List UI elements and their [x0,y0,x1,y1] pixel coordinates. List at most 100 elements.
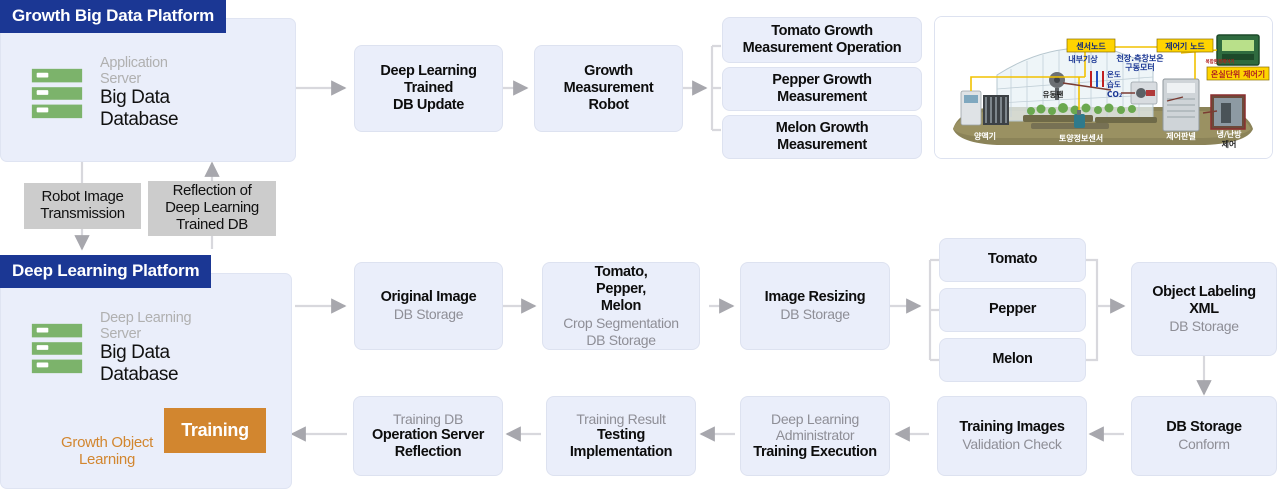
label-sensor-node: 센서노드 [1076,41,1106,51]
node-text-bold-0: Pepper [988,301,1037,318]
label-humidity: 습도 [1107,79,1121,89]
dl-server-row: Deep Learning Server Big Data Database [28,310,192,386]
label-hvac-line1: 냉/난방 [1216,129,1242,139]
node-text-bold-2: DB Update [393,97,464,114]
label-greenhouse-unit-controller: 온실단위 제어기 [1211,69,1265,79]
node-text-bold-0: Melon [992,351,1033,368]
growth-server-text: Application Server Big Data Database [100,55,179,131]
node-text-bold-1: Trained [403,79,454,96]
node-pepper-growth-measurement[interactable]: Pepper Growth Measurement [722,67,922,111]
label-temperature: 온도 [1107,70,1121,79]
node-text-bold-0: Melon Growth [775,119,869,136]
learning-label-line2: Learning [79,450,135,468]
node-operation-server-reflection[interactable]: Training DB Operation Server Reflection [353,396,503,476]
node-text-bold-0: Original Image [380,289,477,306]
node-text-bold-1: Measurement [777,89,867,105]
dl-server-sub-line1: Deep Learning [100,310,192,326]
node-text-bold-0: DB Storage [1166,419,1242,436]
growth-server-sub-line1: Application [100,55,168,71]
node-text-light-1: Administrator [775,427,855,444]
label-soil-sensor: 토양정보센서 [1059,133,1103,143]
node-text-bold-2: Melon [600,298,642,315]
node-text-light-0: Deep Learning [771,410,859,427]
node-text-bold-0: Object Labeling [1152,283,1256,300]
node-text-light-0: DB Storage [1169,317,1239,334]
node-testing-implementation[interactable]: Training Result Testing Implementation [546,396,696,476]
training-box[interactable]: Training [164,408,266,453]
tag-reflection-line3: Trained DB [176,215,248,233]
node-text-light-0: Validation Check [962,436,1062,453]
node-text-light-0: Training DB [392,410,464,427]
node-text-bold-1: Measurement [777,137,867,153]
tag-robot-image-transmission: Robot Image Transmission [24,183,141,229]
node-text-bold-1: Implementation [569,444,673,461]
node-image-resizing[interactable]: Image Resizing DB Storage [740,262,890,350]
growth-server-main-line2: Database [100,109,179,131]
label-roof-motor-line2: 구동모터 [1125,62,1154,72]
node-text-bold-1: Pepper, [596,280,646,297]
label-co2: CO₂ [1107,90,1122,99]
node-text-bold-0: Image Resizing [764,289,866,306]
node-text-light-1: DB Storage [586,331,656,348]
label-device-caption: 복합환경제어기 [1206,58,1235,65]
node-text-light-0: DB Storage [393,306,464,323]
dl-server-text: Deep Learning Server Big Data Database [100,310,192,386]
node-text-bold-0: Testing [596,427,646,444]
node-crop-pepper[interactable]: Pepper [939,288,1086,332]
tag-reflection-trained-db: Reflection of Deep Learning Trained DB [148,181,276,236]
dl-server-main-line1: Big Data [100,342,170,364]
node-growth-measurement-robot[interactable]: Growth Measurement Robot [534,45,683,132]
label-circulation-fan: 유동팬 [1043,89,1064,99]
node-text-bold-1: Measurement [563,79,654,96]
node-melon-growth-measurement[interactable]: Melon Growth Measurement [722,115,922,159]
node-text-light-0: DB Storage [780,306,850,323]
node-text-bold-0: Training Images [959,419,1065,436]
node-crop-segmentation[interactable]: Tomato, Pepper, Melon Crop Segmentation … [542,262,700,350]
learning-label-line1: Growth Object [61,434,153,451]
node-text-bold-0: Tomato Growth [771,22,873,39]
node-text-bold-0: Pepper Growth [772,71,872,88]
platform-growth-big-data: Growth Big Data Platform Application Ser… [0,0,296,162]
node-text-light-0: Training Result [576,410,666,427]
node-crop-tomato[interactable]: Tomato [939,238,1086,282]
tag-reflection-line1: Reflection of [172,182,252,200]
node-text-bold-1: Measurement Operation [742,40,902,56]
platform-dl-body [0,273,292,489]
platform-growth-header: Growth Big Data Platform [0,0,227,33]
node-training-execution[interactable]: Deep Learning Administrator Training Exe… [740,396,890,476]
node-text-bold-0: Operation Server [371,427,485,444]
platform-dl-header: Deep Learning Platform [0,255,212,288]
server-rack-icon [28,68,86,119]
label-roof-motor-line1: 천장.측창보온 [1116,53,1164,63]
growth-server-sub-line2: Server [100,71,141,88]
tag-reflection-line2: Deep Learning [165,199,259,217]
node-original-image[interactable]: Original Image DB Storage [354,262,503,350]
node-deep-learning-trained-db-update[interactable]: Deep Learning Trained DB Update [354,45,503,132]
node-training-images-validation[interactable]: Training Images Validation Check [937,396,1087,476]
node-text-bold-0: Deep Learning [380,62,477,79]
growth-server-row: Application Server Big Data Database [28,55,179,131]
label-internal-weather: 내부기상 [1068,54,1098,64]
server-rack-icon [28,323,86,374]
dl-server-sub-line2: Server [100,326,141,343]
node-text-bold-0: Growth [584,62,633,79]
label-controller-node: 제어기 노드 [1165,41,1205,51]
node-tomato-growth-measurement-operation[interactable]: Tomato Growth Measurement Operation [722,17,922,63]
dl-server-main-line2: Database [100,364,179,386]
growth-server-main-line1: Big Data [100,87,170,109]
node-crop-melon[interactable]: Melon [939,338,1086,382]
label-control-panel: 제어판넬 [1166,131,1195,141]
node-text-bold-0: Tomato, [594,263,648,280]
node-text-light-0: Crop Segmentation [563,315,679,332]
node-text-bold-1: Reflection [394,444,462,461]
greenhouse-svg: 센서노드 제어기 노드 온실단위 제어기 복합환경제어기 내부기상 천장.측창보… [935,17,1272,158]
node-text-bold-0: Training Execution [753,443,877,460]
label-nutrient-supply: 양액기 [974,131,996,141]
tag-robot-line1: Robot Image [41,188,124,206]
node-object-labeling-xml[interactable]: Object Labeling XML DB Storage [1131,262,1277,356]
node-db-storage-conform[interactable]: DB Storage Conform [1131,396,1277,476]
tag-robot-line2: Transmission [40,205,125,222]
platform-deep-learning: Deep Learning Platform Deep Learning Ser… [0,255,292,489]
label-hvac-line2: 제어 [1222,139,1237,149]
